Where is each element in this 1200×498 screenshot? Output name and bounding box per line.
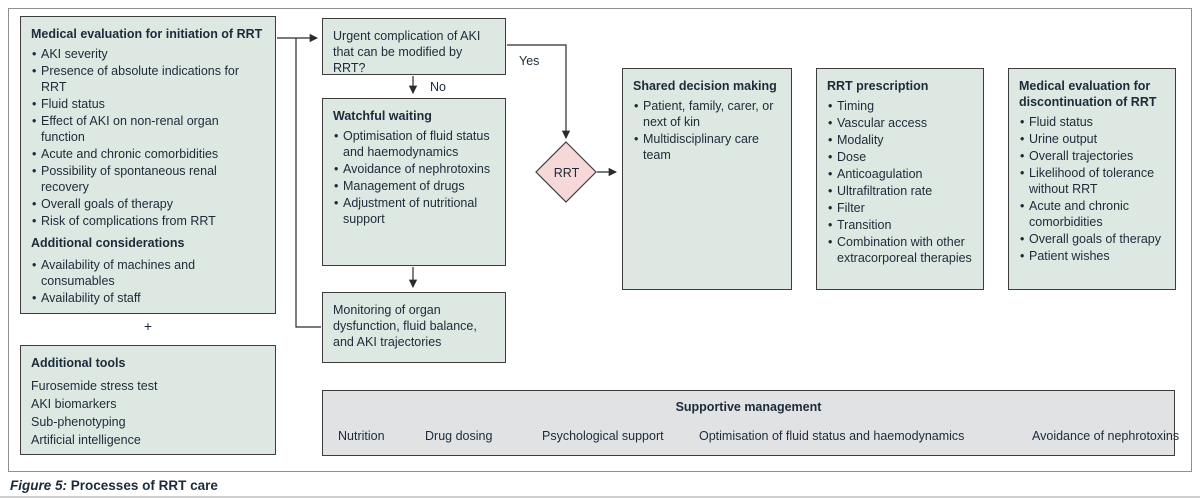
box-discontinuation-list: Fluid statusUrine outputOverall trajecto… — [1019, 114, 1165, 264]
edge-label-no: No — [430, 80, 446, 94]
box-shared-decision: Shared decision making Patient, family, … — [622, 68, 792, 290]
supportive-item-avoidance: Avoidance of nephrotoxins — [1032, 429, 1180, 443]
box-discontinuation-title: Medical evaluation for discontinuation o… — [1019, 79, 1157, 109]
bullet-item: Likelihood of tolerance without RRT — [1019, 165, 1165, 197]
bullet-item: Urine output — [1019, 131, 1165, 147]
figure-caption: Figure 5: Processes of RRT care — [10, 477, 218, 494]
figure-caption-title: Processes of RRT care — [70, 478, 218, 493]
box-watchful-waiting-list: Optimisation of fluid status and haemody… — [333, 128, 495, 227]
bullet-item: Filter — [827, 200, 973, 216]
box-rrt-prescription-list: TimingVascular accessModalityDoseAnticoa… — [827, 98, 973, 266]
edge-label-yes: Yes — [519, 54, 540, 68]
bullet-item: Vascular access — [827, 115, 973, 131]
rrt-decision-label: RRT — [553, 166, 580, 180]
bullet-item: Timing — [827, 98, 973, 114]
bullet-item: Avoidance of nephrotoxins — [333, 161, 495, 177]
box-rrt-prescription-title: RRT prescription — [827, 79, 929, 93]
box-monitoring: Monitoring of organ dysfunction, fluid b… — [322, 292, 506, 363]
bullet-item: Fluid status — [1019, 114, 1165, 130]
bullet-item: Adjustment of nutritional support — [333, 195, 495, 227]
bullet-item: Overall trajectories — [1019, 148, 1165, 164]
list-item: AKI biomarkers — [31, 397, 117, 411]
bullet-item: Optimisation of fluid status and haemody… — [333, 128, 495, 160]
box-initiation-title: Medical evaluation for initiation of RRT — [31, 27, 263, 41]
bullet-item: Fluid status — [31, 96, 265, 112]
figure-caption-label: Figure 5: — [10, 478, 68, 493]
bar-supportive-management: Supportive management Nutrition Drug dos… — [322, 390, 1179, 456]
supportive-item-optimisation: Optimisation of fluid status and haemody… — [699, 429, 965, 443]
box-watchful-waiting: Watchful waiting Optimisation of fluid s… — [322, 98, 506, 266]
bullet-item: Risk of complications from RRT — [31, 213, 265, 229]
bullet-item: Transition — [827, 217, 973, 233]
box-initiation-subtitle: Additional considerations — [31, 236, 185, 250]
bar-supportive-title: Supportive management — [675, 400, 822, 414]
bullet-item: Patient wishes — [1019, 248, 1165, 264]
supportive-item-psychological: Psychological support — [542, 429, 664, 443]
bullet-item: Effect of AKI on non-renal organ functio… — [31, 113, 265, 145]
bullet-item: Multidisciplinary care team — [633, 131, 781, 163]
box-initiation-sublist: Availability of machines and consumables… — [31, 257, 265, 306]
bullet-item: Dose — [827, 149, 973, 165]
list-item: Furosemide stress test — [31, 379, 158, 393]
bullet-item: Presence of absolute indications for RRT — [31, 63, 265, 95]
list-item: Artificial intelligence — [31, 433, 141, 447]
bullet-item: Acute and chronic comorbidities — [31, 146, 265, 162]
list-item: Sub-phenotyping — [31, 415, 126, 429]
bullet-item: AKI severity — [31, 46, 265, 62]
bullet-item: Anticoagulation — [827, 166, 973, 182]
bottom-rule — [0, 496, 1200, 498]
box-initiation-list: AKI severityPresence of absolute indicat… — [31, 46, 265, 229]
plus-connector: + — [143, 318, 153, 334]
bullet-item: Acute and chronic comorbidities — [1019, 198, 1165, 230]
bullet-item: Ultrafiltration rate — [827, 183, 973, 199]
box-monitoring-text: Monitoring of organ dysfunction, fluid b… — [333, 303, 477, 349]
box-shared-decision-title: Shared decision making — [633, 79, 777, 93]
box-shared-decision-list: Patient, family, carer, or next of kinMu… — [633, 98, 781, 163]
bullet-item: Availability of machines and consumables — [31, 257, 265, 289]
box-discontinuation: Medical evaluation for discontinuation o… — [1008, 68, 1176, 290]
bullet-item: Combination with other extracorporeal th… — [827, 234, 973, 266]
bullet-item: Patient, family, carer, or next of kin — [633, 98, 781, 130]
box-watchful-waiting-title: Watchful waiting — [333, 109, 432, 123]
bullet-item: Modality — [827, 132, 973, 148]
supportive-item-nutrition: Nutrition — [338, 429, 385, 443]
bullet-item: Availability of staff — [31, 290, 265, 306]
box-additional-tools-title: Additional tools — [31, 356, 126, 370]
bullet-item: Management of drugs — [333, 178, 495, 194]
box-urgent-complication: Urgent complication of AKI that can be m… — [322, 18, 506, 75]
bullet-item: Overall goals of therapy — [31, 196, 265, 212]
box-rrt-prescription: RRT prescription TimingVascular accessMo… — [816, 68, 984, 290]
supportive-item-drug-dosing: Drug dosing — [425, 429, 493, 443]
bullet-item: Overall goals of therapy — [1019, 231, 1165, 247]
box-initiation: Medical evaluation for initiation of RRT… — [20, 16, 276, 314]
bullet-item: Possibility of spontaneous renal recover… — [31, 163, 265, 195]
box-urgent-complication-text: Urgent complication of AKI that can be m… — [333, 29, 481, 75]
